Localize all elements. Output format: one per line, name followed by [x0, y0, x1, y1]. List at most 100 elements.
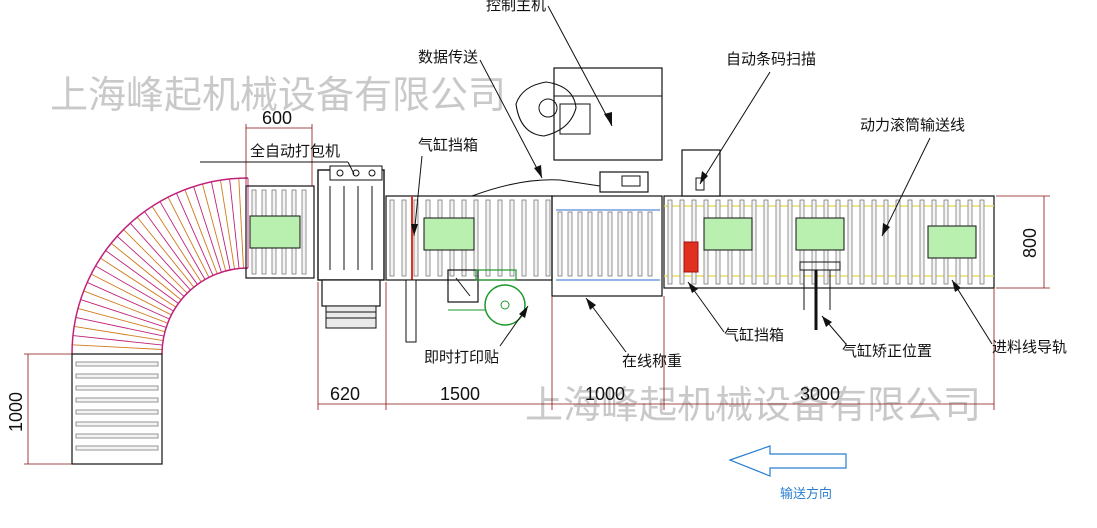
curve-roller: [151, 206, 202, 283]
roller: [473, 199, 479, 277]
dim-1500-label: 1500: [440, 384, 480, 404]
roller: [545, 199, 551, 277]
dimension-1000-left: 1000: [6, 353, 72, 465]
curve-roller: [136, 216, 195, 288]
roller: [617, 211, 623, 277]
roller: [75, 445, 159, 451]
curve-roller: [159, 201, 206, 280]
print-label-section: [385, 179, 601, 343]
label-roll-icon: [484, 284, 526, 326]
curve-roller: [167, 196, 210, 278]
dim-1000-left-label: 1000: [6, 392, 26, 432]
scale-display: [599, 171, 649, 193]
roller: [75, 373, 159, 379]
curve-roller: [123, 229, 188, 294]
curve-roller: [100, 257, 177, 308]
curve-roller: [176, 193, 214, 276]
roller: [859, 199, 865, 285]
label-cylinder-box-stop-top: 气缸挡箱: [418, 136, 478, 154]
roller: [521, 199, 527, 277]
curve-roller: [74, 326, 164, 341]
roller: [75, 409, 159, 415]
curve-roller: [87, 282, 170, 320]
dim-3000-label: 3000: [800, 384, 840, 404]
curve-roller: [110, 242, 182, 301]
curve-roller: [238, 178, 244, 269]
roller: [883, 199, 889, 285]
curve-roller: [90, 273, 172, 316]
powered-roller-conveyor: [663, 195, 995, 330]
dim-1000-label: 1000: [585, 384, 625, 404]
roller: [485, 199, 491, 277]
roller: [751, 199, 757, 285]
curve-roller: [129, 222, 191, 291]
curve-roller: [72, 344, 163, 350]
bottom-dimensions: 620 1500 1000 3000: [317, 282, 995, 410]
roller: [567, 211, 573, 277]
roller: [895, 199, 901, 285]
roller: [301, 189, 307, 275]
operator-figure-icon: [515, 81, 577, 137]
roller: [627, 211, 633, 277]
curve-roller: [80, 299, 167, 328]
roller: [775, 199, 781, 285]
barcode-scanner: [681, 149, 721, 197]
label-online-weighing: 在线称重: [622, 352, 682, 370]
label-cylinder-box-stop-bottom: 气缸挡箱: [724, 326, 784, 344]
roller: [75, 433, 159, 439]
roller: [679, 199, 685, 285]
roller: [75, 397, 159, 403]
left-roller-section: [245, 185, 315, 279]
label-data-transfer: 数据传送: [418, 48, 478, 66]
roller: [907, 199, 913, 285]
curve-roller: [77, 308, 166, 333]
roller: [847, 199, 853, 285]
label-auto-strapping-machine: 全自动打包机: [250, 142, 340, 160]
roller: [647, 211, 653, 277]
dimension-600: 600: [245, 108, 313, 186]
carton-box-5: [927, 225, 977, 259]
control-host: [515, 67, 663, 161]
dim-620-label: 620: [330, 384, 360, 404]
carton-box-3: [703, 217, 753, 251]
carton-box-2: [423, 217, 475, 251]
roller: [497, 199, 503, 277]
roller: [389, 199, 395, 277]
conveying-direction-arrow: 输送方向: [728, 445, 847, 502]
curve-roller: [116, 235, 185, 297]
carton-box-1: [249, 215, 301, 249]
dim-600-label: 600: [262, 108, 292, 128]
roller: [871, 199, 877, 285]
curve-roller: [105, 250, 179, 304]
roller: [533, 199, 539, 277]
roller: [577, 211, 583, 277]
label-infeed-guide-rail: 进料线导轨: [992, 338, 1067, 356]
roller: [787, 199, 793, 285]
curve-roller: [229, 178, 240, 269]
roller: [401, 199, 407, 277]
label-control-host: 控制主机: [486, 0, 546, 14]
roller: [75, 385, 159, 391]
curve-roller: [210, 181, 231, 270]
roller: [637, 211, 643, 277]
roller: [607, 211, 613, 277]
watermark-top: 上海峰起机械设备有限公司: [50, 73, 506, 117]
curve-roller: [193, 186, 222, 273]
curve-roller: [72, 335, 163, 346]
roller: [597, 211, 603, 277]
strapping-machine: [317, 165, 385, 329]
roller: [667, 199, 673, 285]
label-powered-roller-conveyor: 动力滚筒输送线: [860, 116, 965, 134]
weighing-section: [551, 171, 663, 297]
curve-roller: [83, 290, 168, 324]
dimension-800: 800: [996, 195, 1050, 289]
curved-conveyor: [71, 177, 249, 355]
curve-roller: [144, 211, 198, 285]
roller: [75, 421, 159, 427]
label-auto-barcode-scanner: 自动条码扫描: [726, 50, 816, 68]
label-instant-print-label: 即时打印贴: [424, 348, 499, 366]
roller: [75, 361, 159, 367]
curve-roller: [220, 180, 235, 270]
roller: [919, 199, 925, 285]
